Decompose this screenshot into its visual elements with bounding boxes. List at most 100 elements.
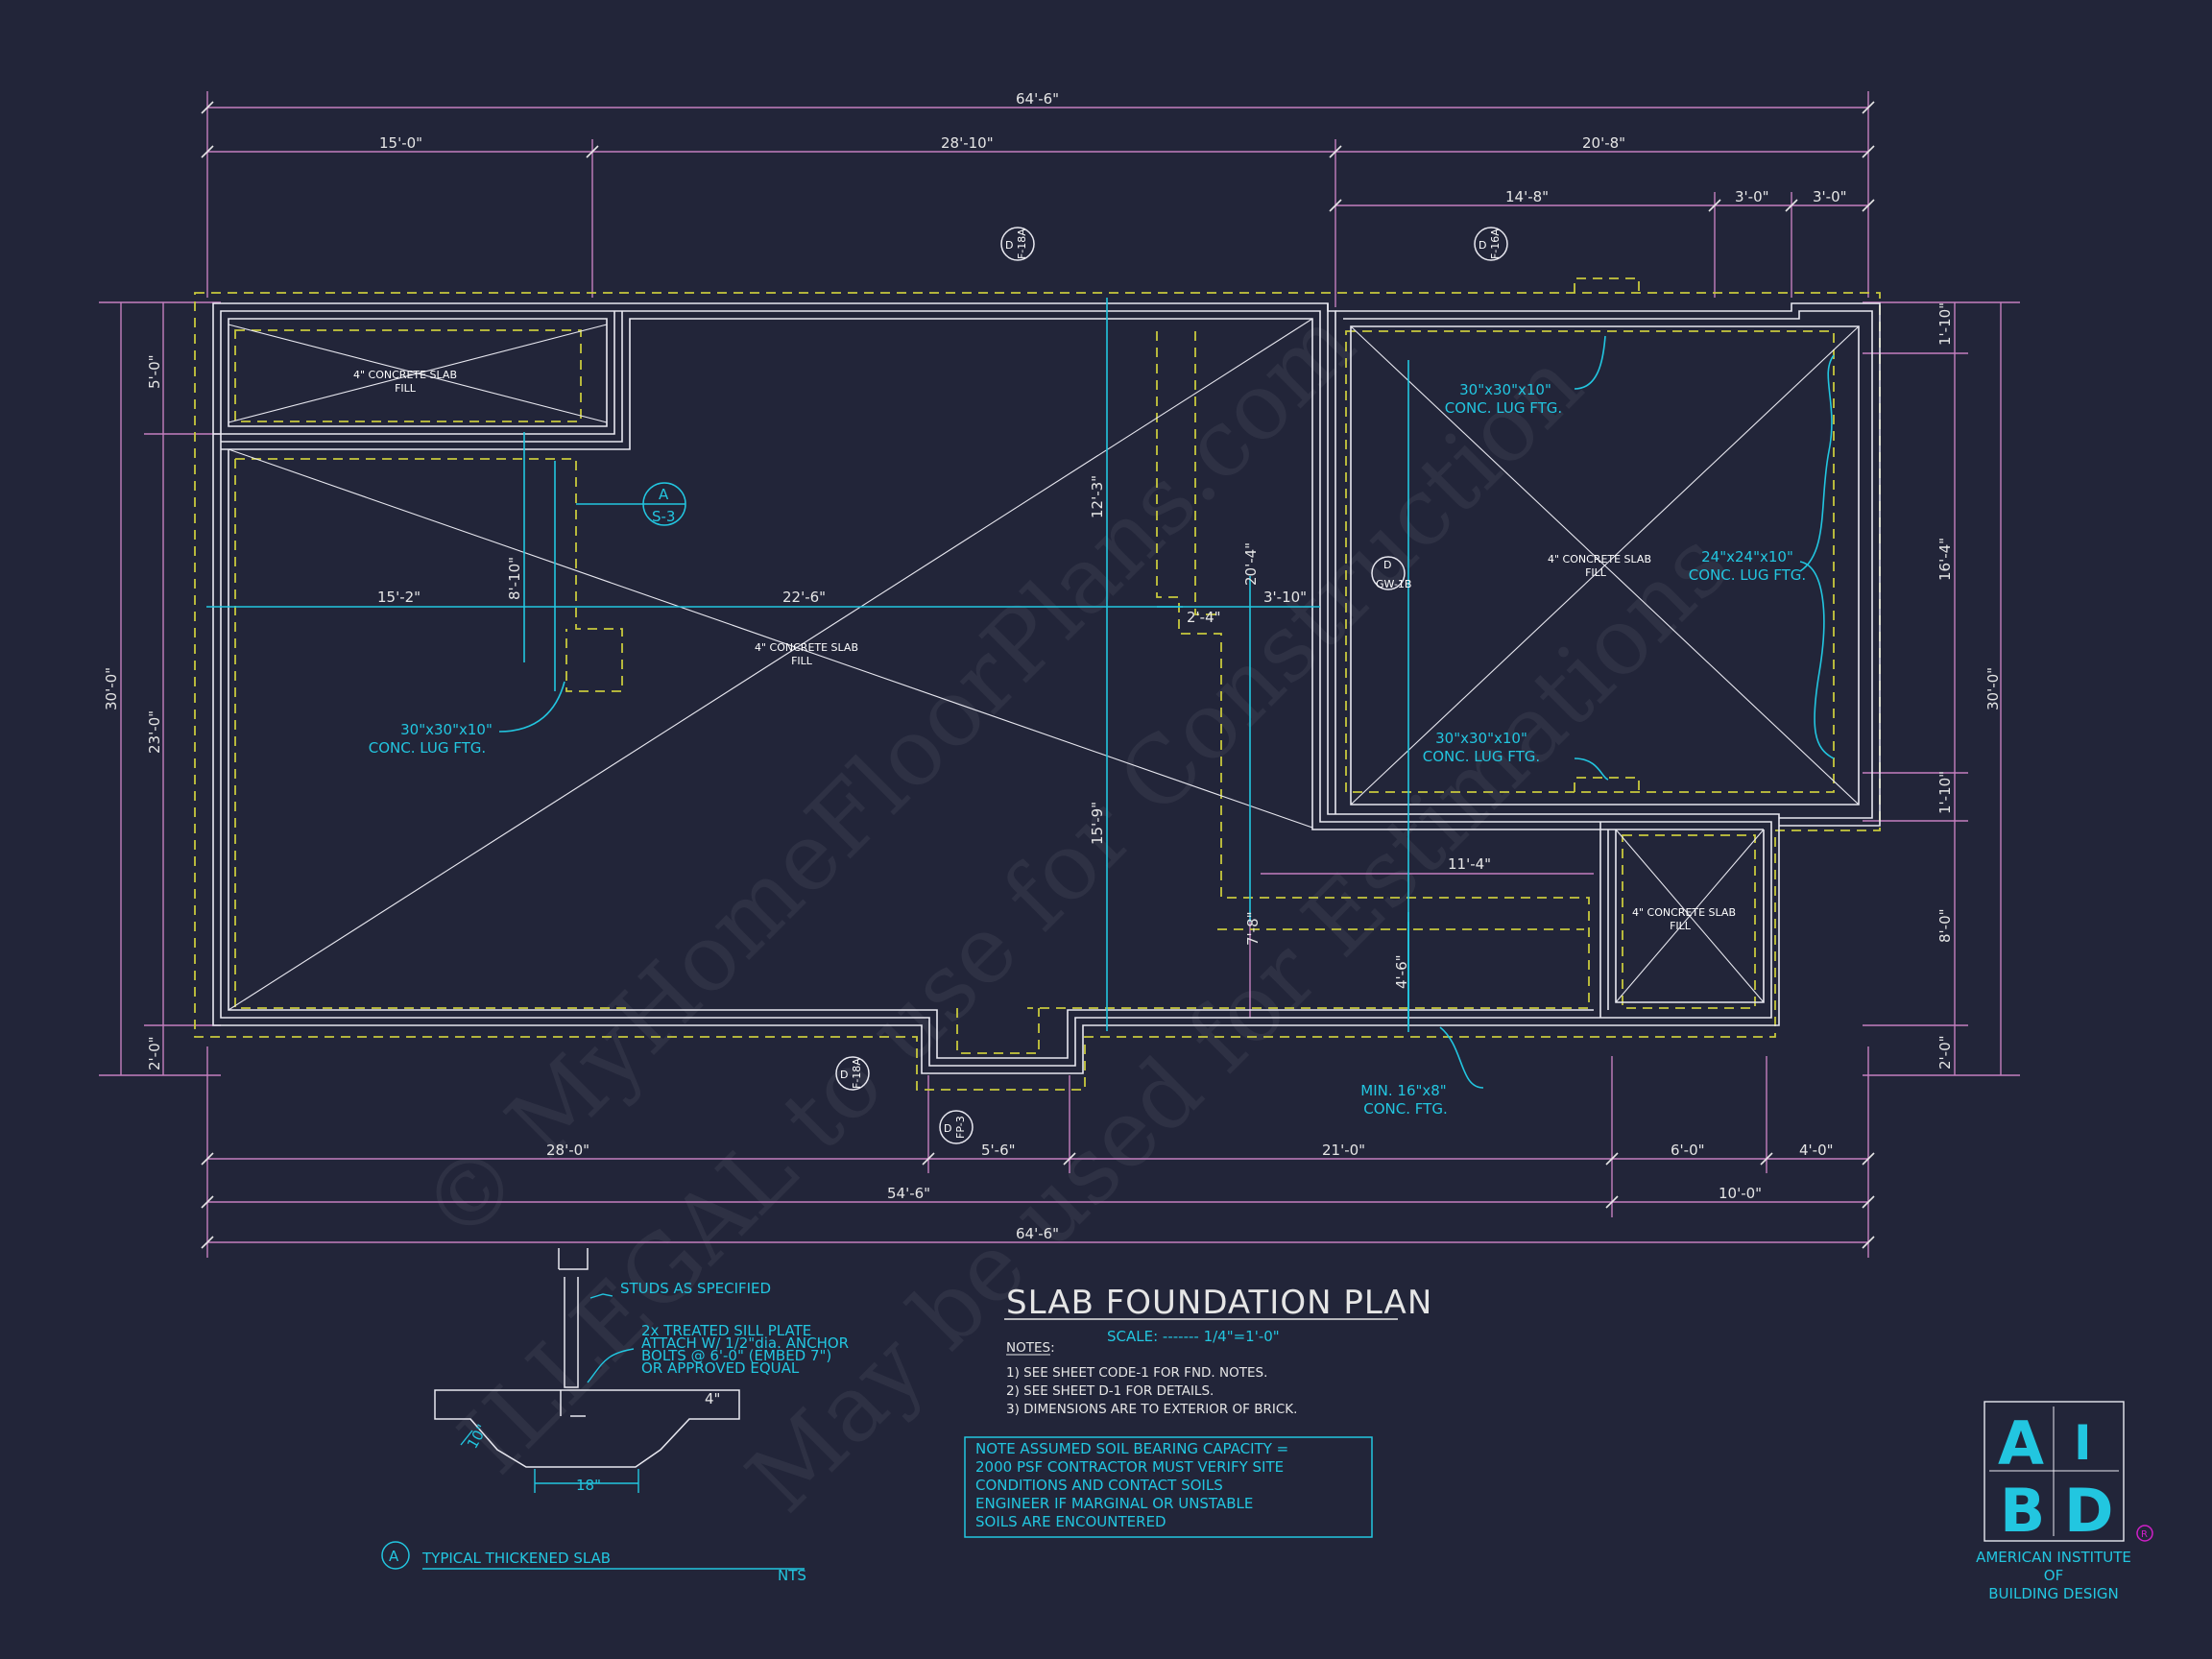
logo-letter-i: I <box>2074 1415 2092 1471</box>
slab-label-4-line2: FILL <box>1670 920 1692 932</box>
detail-sill-line-1: 2x TREATED SILL PLATE <box>641 1322 811 1339</box>
dim-top-f: 3'-0" <box>1813 188 1847 205</box>
callout-lug-top-line1: 30"x30"x10" <box>1459 381 1551 398</box>
dim-left-a: 5'-0" <box>146 354 163 389</box>
soil-note-line-1: NOTE ASSUMED SOIL BEARING CAPACITY = <box>975 1440 1288 1457</box>
detail-marker: A <box>389 1548 399 1565</box>
dim-int-b: 22'-6" <box>782 589 826 606</box>
slab-labels: 4" CONCRETE SLAB FILL 4" CONCRETE SLAB F… <box>353 369 1736 932</box>
dim-right-overall: 30'-0" <box>1984 667 2002 710</box>
dim-right-e: 2'-0" <box>1936 1035 1954 1070</box>
dim-right-d: 8'-0" <box>1936 908 1954 943</box>
dim-int-j: 7'-8" <box>1244 911 1262 946</box>
slab-label-2-line1: 4" CONCRETE SLAB <box>755 641 858 654</box>
logo-registered-mark: R <box>2141 1529 2148 1540</box>
dim-int-a: 15'-2" <box>377 589 421 606</box>
dim-left-c: 2'-0" <box>146 1036 163 1070</box>
thickened-slab-detail: STUDS AS SPECIFIED 2x TREATED SILL PLATE… <box>381 1248 849 1584</box>
aibd-logo: A I B D R AMERICAN INSTITUTE OF BUILDING… <box>1976 1401 2153 1602</box>
dim-top-a: 15'-0" <box>379 134 422 152</box>
marker-letter-d-3: D <box>1383 559 1391 571</box>
slab-label-4-line1: 4" CONCRETE SLAB <box>1632 906 1736 919</box>
dim-bot-f: 54'-6" <box>887 1185 930 1202</box>
dim-left-overall: 30'-0" <box>103 667 120 710</box>
dim-top-e: 3'-0" <box>1735 188 1769 205</box>
dim-int-g: 15'-9" <box>1089 802 1106 845</box>
slab-label-2-line2: FILL <box>791 655 813 667</box>
drawing-scale: SCALE: ------- 1/4"=1'-0" <box>1107 1328 1280 1345</box>
dim-int-e: 8'-10" <box>506 557 523 600</box>
marker-ref-f18a-top: F-18A <box>1016 228 1028 259</box>
slab-label-3-line2: FILL <box>1585 566 1607 579</box>
dim-int-i: 11'-4" <box>1448 855 1491 873</box>
callout-lug24-line2: CONC. LUG FTG. <box>1689 566 1806 584</box>
dim-bot-g: 10'-0" <box>1719 1185 1762 1202</box>
logo-line-2: OF <box>2044 1567 2063 1584</box>
dim-top-b: 28'-10" <box>941 134 994 152</box>
logo-letter-a: A <box>1998 1408 2044 1479</box>
interior-dimension-texts: 15'-2" 22'-6" 2'-4" 3'-10" 8'-10" 12'-3"… <box>377 475 1491 989</box>
callout-lug-left-line1: 30"x30"x10" <box>400 721 493 738</box>
marker-ref-s3: S-3 <box>652 508 675 525</box>
logo-letter-b: B <box>2000 1476 2045 1546</box>
dim-top-d: 14'-8" <box>1505 188 1549 205</box>
slab-fill-diagonals <box>228 318 1860 1011</box>
dim-right-c: 1'-10" <box>1936 771 1954 814</box>
watermark: © MyHomeFloorPlans.com ILLEGAL to use fo… <box>400 289 1749 1532</box>
detail-nts: NTS <box>778 1567 806 1584</box>
dim-right-a: 1'-10" <box>1936 302 1954 346</box>
logo-line-3: BUILDING DESIGN <box>1988 1585 2118 1602</box>
section-markers <box>576 227 1508 1144</box>
callout-lug-left-line2: CONC. LUG FTG. <box>369 739 486 757</box>
callout-min-ftg-line1: MIN. 16"x8" <box>1360 1082 1446 1099</box>
detail-studs-note: STUDS AS SPECIFIED <box>620 1280 771 1297</box>
detail-sill-line-2: ATTACH W/ 1/2"dia. ANCHOR <box>641 1334 849 1352</box>
dim-bot-overall: 64'-6" <box>1016 1225 1059 1242</box>
note-2: 2) SEE SHEET D-1 FOR DETAILS. <box>1006 1383 1214 1399</box>
slab-label-3-line1: 4" CONCRETE SLAB <box>1548 553 1651 565</box>
marker-ref-fp3: FP-3 <box>954 1116 967 1139</box>
dim-int-c: 2'-4" <box>1187 609 1221 626</box>
logo-letter-d: D <box>2064 1476 2113 1546</box>
callout-lug-top-line2: CONC. LUG FTG. <box>1445 399 1562 417</box>
callout-lug-bottom-line2: CONC. LUG FTG. <box>1423 748 1540 765</box>
dim-bot-c: 21'-0" <box>1322 1142 1365 1159</box>
marker-letter-d-1: D <box>1005 239 1013 252</box>
marker-letter-d-2: D <box>1479 239 1486 252</box>
notes-heading: NOTES: <box>1006 1340 1055 1356</box>
marker-letter-d-4: D <box>840 1069 848 1081</box>
dim-int-d: 3'-10" <box>1263 589 1307 606</box>
detail-title: TYPICAL THICKENED SLAB <box>421 1550 611 1567</box>
detail-sill-line-4: OR APPROVED EQUAL <box>641 1359 800 1377</box>
slab-label-1-line1: 4" CONCRETE SLAB <box>353 369 457 381</box>
marker-letter-a: A <box>659 486 669 503</box>
dimension-texts: 64'-6" 15'-0" 28'-10" 20'-8" 14'-8" 3'-0… <box>103 90 2002 1242</box>
slab-label-1-line2: FILL <box>395 382 417 395</box>
dim-right-b: 16'-4" <box>1936 538 1954 581</box>
soil-note-line-4: ENGINEER IF MARGINAL OR UNSTABLE <box>975 1495 1253 1512</box>
dim-top-overall: 64'-6" <box>1016 90 1059 108</box>
dim-bot-e: 4'-0" <box>1799 1142 1834 1159</box>
soil-note-line-5: SOILS ARE ENCOUNTERED <box>975 1513 1166 1530</box>
dim-int-k: 4'-6" <box>1393 954 1410 989</box>
note-3: 3) DIMENSIONS ARE TO EXTERIOR OF BRICK. <box>1006 1402 1297 1417</box>
dim-bot-d: 6'-0" <box>1671 1142 1705 1159</box>
detail-dim-4: 4" <box>705 1390 720 1407</box>
interior-dimensions <box>206 298 1835 1089</box>
soil-note-line-2: 2000 PSF CONTRACTOR MUST VERIFY SITE <box>975 1458 1284 1476</box>
detail-sill-line-3: BOLTS @ 6'-0" (EMBED 7") <box>641 1347 831 1364</box>
dim-bot-b: 5'-6" <box>981 1142 1016 1159</box>
callout-lug-bottom-line1: 30"x30"x10" <box>1435 730 1527 747</box>
soil-note-line-3: CONDITIONS AND CONTACT SOILS <box>975 1477 1223 1494</box>
dim-top-c: 20'-8" <box>1582 134 1625 152</box>
drawing-title: SLAB FOUNDATION PLAN <box>1006 1284 1432 1322</box>
footing-callouts: 30"x30"x10" CONC. LUG FTG. 30"x30"x10" C… <box>369 381 1806 1118</box>
dim-bot-a: 28'-0" <box>546 1142 589 1159</box>
marker-ref-gw1b: GW-1B <box>1376 578 1411 590</box>
dimension-ticks <box>201 101 1875 1249</box>
marker-letter-d-5: D <box>944 1122 951 1135</box>
note-1: 1) SEE SHEET CODE-1 FOR FND. NOTES. <box>1006 1365 1267 1381</box>
dimension-lines <box>99 91 2020 1258</box>
callout-min-ftg-line2: CONC. FTG. <box>1363 1100 1447 1118</box>
